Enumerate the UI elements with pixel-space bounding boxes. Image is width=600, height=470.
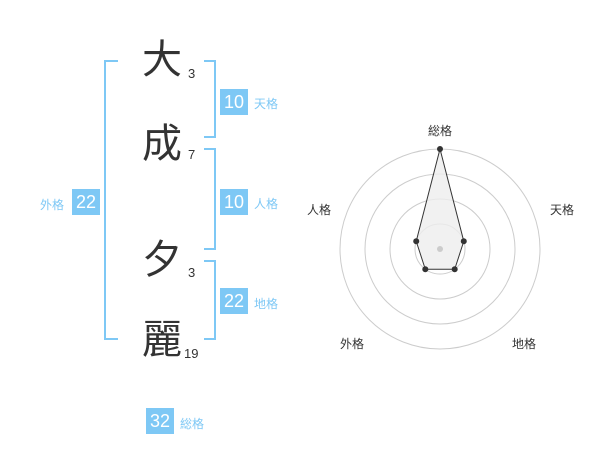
- jinkaku-bracket: [204, 148, 216, 250]
- stroke-count-3: 3: [188, 265, 196, 280]
- jinkaku-label: 人格: [254, 197, 279, 211]
- soukaku-value-badge: 32: [146, 408, 174, 434]
- soukaku-label: 総格: [180, 417, 205, 431]
- gaikaku-value-badge: 22: [72, 189, 100, 215]
- gaikaku-label: 外格: [40, 198, 65, 212]
- name-char-3: 夕: [142, 237, 182, 283]
- radar-axis-label-jinkaku: 人格: [307, 203, 332, 217]
- chikaku-bracket: [204, 260, 216, 340]
- name-char-4: 麗: [142, 317, 182, 363]
- radar-point-2: [451, 266, 458, 273]
- tenkaku-bracket: [204, 60, 216, 138]
- stroke-count-4: 19: [184, 346, 199, 361]
- name-char-2: 成: [142, 121, 182, 167]
- stroke-count-1: 3: [188, 66, 196, 81]
- radar-axis-label-gaikaku: 外格: [340, 337, 365, 351]
- chikaku-value-badge: 22: [220, 288, 248, 314]
- radar-series-area: [415, 148, 465, 270]
- gaikaku-bracket: [104, 60, 118, 340]
- radar-point-0: [437, 146, 443, 152]
- radar-axis-label-soukaku: 総格: [428, 124, 453, 138]
- jinkaku-value-badge: 10: [220, 189, 248, 215]
- radar-axis-label-chikaku: 地格: [512, 337, 537, 351]
- tenkaku-value-badge: 10: [220, 89, 248, 115]
- radar-center-point: [437, 246, 443, 252]
- radar-point-1: [460, 238, 467, 245]
- tenkaku-label: 天格: [254, 97, 279, 111]
- radar-point-4: [413, 238, 420, 245]
- radar-point-3: [422, 266, 429, 273]
- name-char-1: 大: [142, 37, 182, 83]
- radar-axis-label-tenkaku: 天格: [550, 203, 575, 217]
- stroke-count-2: 7: [188, 147, 196, 162]
- chikaku-label: 地格: [254, 297, 279, 311]
